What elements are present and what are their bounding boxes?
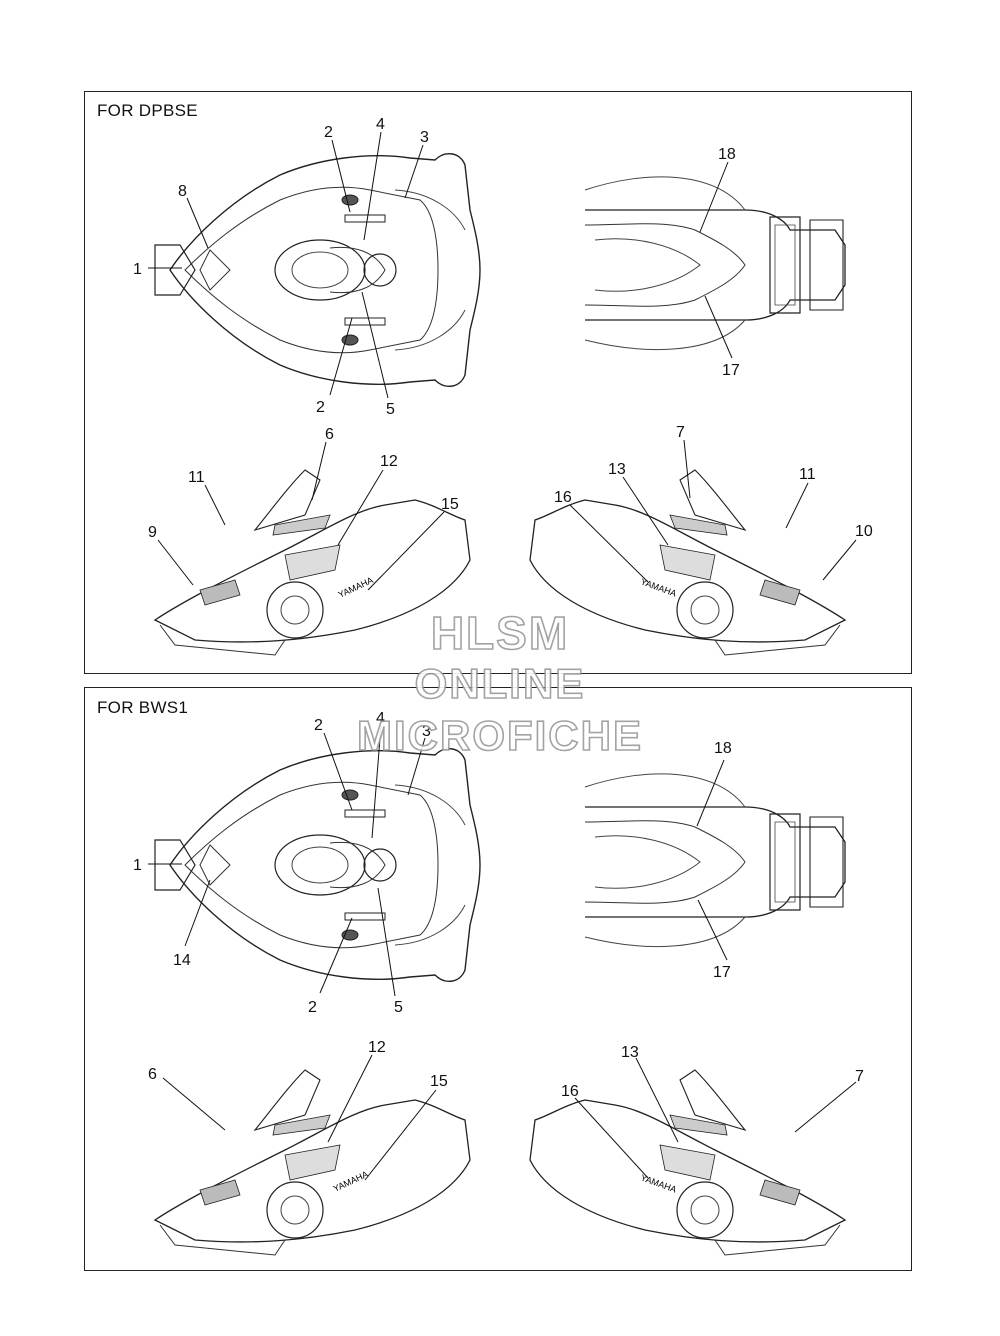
callout-17-bws1: 17: [713, 964, 731, 981]
callout-1: 1: [133, 261, 142, 278]
yamaha-decal-left-bws1: YAMAHA: [332, 1169, 370, 1194]
top-view-rear: [584, 176, 846, 351]
yamaha-decal-left: YAMAHA: [337, 575, 375, 600]
leader-lines-p2: [148, 725, 857, 1181]
callout-13-bws1: 13: [621, 1044, 639, 1061]
callout-17: 17: [722, 362, 740, 379]
callout-3-bws1: 3: [422, 723, 431, 740]
callout-12-bws1: 12: [368, 1039, 386, 1056]
callout-15: 15: [441, 496, 459, 513]
callout-2-upper: 2: [324, 124, 333, 141]
callout-10: 10: [855, 523, 873, 540]
leader-lines-p1: [148, 131, 857, 591]
callout-5: 5: [386, 401, 395, 418]
callout-8: 8: [178, 183, 187, 200]
yamaha-decal-right-bws1: YAMAHA: [639, 1172, 678, 1194]
callout-6: 6: [325, 426, 334, 443]
callout-16-bws1: 16: [561, 1083, 579, 1100]
callout-2-upper-bws1: 2: [314, 717, 323, 734]
panel-title-dpbse: FOR DPBSE: [97, 101, 198, 120]
callout-11-right: 11: [799, 466, 816, 483]
callout-9: 9: [148, 524, 157, 541]
callout-2-lower: 2: [316, 399, 325, 416]
callout-12: 12: [380, 453, 398, 470]
callout-5-bws1: 5: [394, 999, 403, 1016]
callout-13: 13: [608, 461, 626, 478]
callout-7-bws1: 7: [855, 1068, 864, 1085]
callout-14: 14: [173, 952, 191, 969]
watermark-line-3: MICROFICHE: [356, 711, 643, 760]
callout-6-bws1: 6: [148, 1066, 157, 1083]
side-view-left-bws1: [154, 1069, 471, 1256]
callout-4: 4: [376, 116, 385, 133]
callout-3: 3: [420, 129, 429, 146]
callout-7: 7: [676, 424, 685, 441]
callout-4-bws1: 4: [376, 710, 385, 727]
callout-16: 16: [554, 489, 572, 506]
panel-dpbse: [84, 91, 912, 674]
panel-title-bws1: FOR BWS1: [97, 698, 189, 717]
callout-18: 18: [718, 146, 736, 163]
callout-1-bws1: 1: [133, 857, 142, 874]
top-view-front-bws1: [154, 747, 481, 983]
callout-18-bws1: 18: [714, 740, 732, 757]
callout-15-bws1: 15: [430, 1073, 448, 1090]
top-view-rear-bws1: [584, 773, 846, 948]
panel-bws1: [84, 687, 912, 1271]
callout-11-left: 11: [188, 469, 205, 486]
watermark-line-1: HLSM: [430, 606, 570, 660]
callout-2-lower-bws1: 2: [308, 999, 317, 1016]
top-view-front: [154, 152, 481, 388]
watermark-line-2: ONLINE: [414, 659, 586, 708]
